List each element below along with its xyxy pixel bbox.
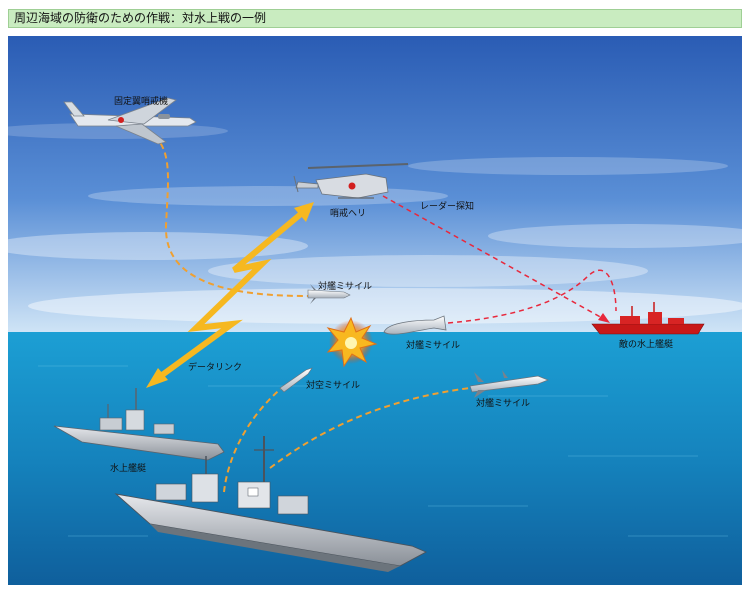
data-link-bolt xyxy=(146,202,314,388)
aircraft-missile-path xyxy=(135,127,309,297)
patrol-aircraft xyxy=(63,97,197,145)
label-patrol-aircraft: 固定翼哨戒機 xyxy=(114,97,169,107)
radar-arrowhead xyxy=(598,313,610,323)
label-anti-air-missile: 対空ミサイル xyxy=(306,381,361,391)
label-patrol-helicopter: 哨戒ヘリ xyxy=(330,209,367,219)
label-data-link: データリンク xyxy=(188,363,243,373)
anti-air-missile xyxy=(279,367,313,393)
anti-ship-3-path xyxy=(269,387,471,469)
anti-air-path xyxy=(223,385,285,493)
label-radar-detection: レーダー探知 xyxy=(420,202,475,212)
patrol-helicopter xyxy=(293,163,409,199)
label-enemy-ship: 敵の水上艦艇 xyxy=(619,340,674,350)
anti-ship-missile-1 xyxy=(307,284,351,304)
anti-ship-missile-3 xyxy=(469,370,549,398)
label-anti-ship-missile-3: 対艦ミサイル xyxy=(476,399,531,409)
explosion xyxy=(326,316,378,368)
label-anti-ship-missile-2: 対艦ミサイル xyxy=(406,341,461,351)
diagram-canvas xyxy=(8,36,742,585)
friendly-ship-far xyxy=(53,388,225,461)
operation-diagram: 固定翼哨戒機 哨戒ヘリ レーダー探知 対艦ミサイル 敵の水上艦艇 対艦ミサイル … xyxy=(8,36,742,585)
radar-detection-path xyxy=(382,195,605,320)
label-surface-ship: 水上艦艇 xyxy=(110,464,147,474)
sea-ripples xyxy=(38,365,728,537)
label-anti-ship-missile-1: 対艦ミサイル xyxy=(318,282,373,292)
anti-ship-missile-2 xyxy=(383,315,447,335)
enemy-ship xyxy=(591,302,705,335)
page-title: 周辺海域の防衛のための作戦：対水上戦の一例 xyxy=(8,9,742,28)
missile-to-enemy-path xyxy=(447,269,617,324)
friendly-ship-near xyxy=(114,436,428,572)
